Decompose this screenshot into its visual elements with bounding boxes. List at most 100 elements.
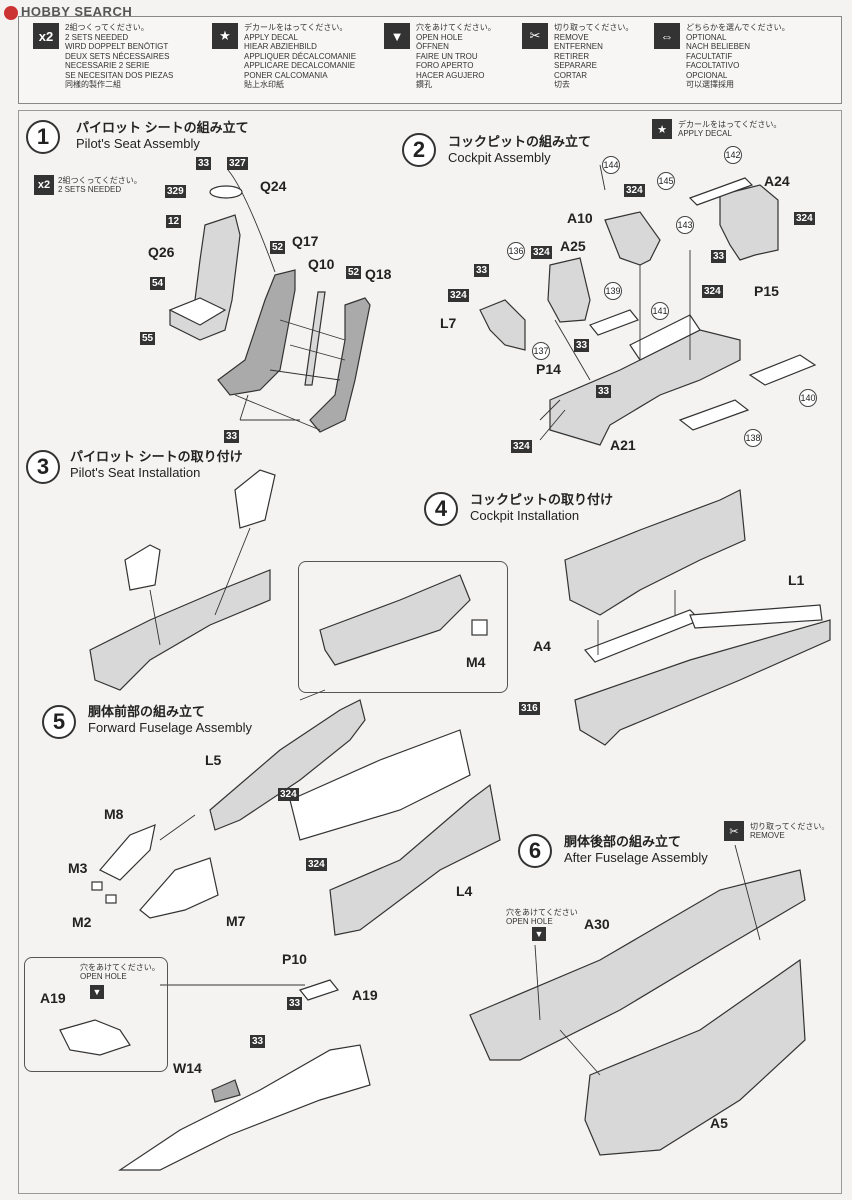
part-label: L5 <box>205 752 222 768</box>
x2-icon: x2 <box>34 175 54 195</box>
star-icon: ★ <box>212 23 238 49</box>
part-label: M2 <box>72 914 92 930</box>
part-label: Q18 <box>365 266 392 282</box>
color-number: 33 <box>474 264 490 277</box>
color-number: 324 <box>448 289 469 302</box>
decal-number: 141 <box>651 302 669 320</box>
decal-number: 144 <box>602 156 620 174</box>
watermark-text: HOBBY SEARCH <box>21 4 133 19</box>
detail-inset <box>298 561 508 693</box>
color-number: 324 <box>531 246 552 259</box>
color-number: 329 <box>165 185 186 198</box>
part-label: M7 <box>226 913 246 929</box>
part-label: A24 <box>764 173 790 189</box>
apply-decal-note: デカールをはってください。APPLY DECAL <box>678 120 782 138</box>
drill-icon: ▼ <box>90 985 104 999</box>
color-number: 324 <box>624 184 645 197</box>
color-number: 33 <box>287 997 303 1010</box>
color-number: 324 <box>511 440 532 453</box>
part-label: P10 <box>282 951 307 967</box>
decal-number: 138 <box>744 429 762 447</box>
part-label: Q26 <box>148 244 175 260</box>
part-label: L4 <box>456 883 473 899</box>
part-label: A25 <box>560 238 586 254</box>
color-number: 55 <box>140 332 156 345</box>
x2-icon: x2 <box>33 23 59 49</box>
part-label: Q10 <box>308 256 335 272</box>
cut-icon: ✂ <box>724 821 744 841</box>
color-number: 33 <box>250 1035 266 1048</box>
color-number: 33 <box>574 339 590 352</box>
part-label: A19 <box>40 990 66 1006</box>
color-number: 327 <box>227 157 248 170</box>
decal-number: 139 <box>604 282 622 300</box>
open-hole-note: 穴をあけてください。OPEN HOLE <box>80 963 160 981</box>
decal-number: 145 <box>657 172 675 190</box>
part-label: P15 <box>754 283 779 299</box>
color-number: 52 <box>270 241 286 254</box>
cut-icon: ✂ <box>522 23 548 49</box>
color-number: 324 <box>702 285 723 298</box>
part-label: Q24 <box>260 178 287 194</box>
part-label: A19 <box>352 987 378 1003</box>
two-sets-note: 2組つくってください。2 SETS NEEDED <box>58 176 142 194</box>
part-label: M4 <box>466 654 486 670</box>
watermark: HOBBY SEARCH <box>4 4 132 20</box>
color-number: 316 <box>519 702 540 715</box>
color-number: 33 <box>596 385 612 398</box>
color-number: 54 <box>150 277 166 290</box>
star-icon: ★ <box>652 119 672 139</box>
hobby-search-logo-icon <box>4 5 18 20</box>
part-label: M8 <box>104 806 124 822</box>
remove-note: 切り取ってください。REMOVE <box>750 822 830 840</box>
step-4-badge: 4 <box>424 492 458 526</box>
part-label: P14 <box>536 361 561 377</box>
color-number: 33 <box>711 250 727 263</box>
color-number: 52 <box>346 266 362 279</box>
part-label: A30 <box>584 916 610 932</box>
part-label: W14 <box>173 1060 202 1076</box>
part-label: Q17 <box>292 233 319 249</box>
part-label: L1 <box>788 572 805 588</box>
color-number: 324 <box>794 212 815 225</box>
color-number: 33 <box>224 430 240 443</box>
drill-icon: ▼ <box>532 927 546 941</box>
step-3-badge: 3 <box>26 450 60 484</box>
decal-number: 140 <box>799 389 817 407</box>
open-hole-inset <box>24 957 168 1072</box>
decal-number: 137 <box>532 342 550 360</box>
decal-number: 143 <box>676 216 694 234</box>
drill-icon: ▼ <box>384 23 410 49</box>
step-1-badge: 1 <box>26 120 60 154</box>
instructions-frame <box>18 110 842 1194</box>
part-label: A21 <box>610 437 636 453</box>
color-number: 324 <box>278 788 299 801</box>
optional-icon: ⇔ <box>654 23 680 49</box>
part-label: M3 <box>68 860 88 876</box>
part-label: A4 <box>533 638 551 654</box>
decal-number: 136 <box>507 242 525 260</box>
color-number: 33 <box>196 157 212 170</box>
color-number: 12 <box>166 215 182 228</box>
step-5-badge: 5 <box>42 705 76 739</box>
part-label: L7 <box>440 315 457 331</box>
step-6-badge: 6 <box>518 834 552 868</box>
part-label: A10 <box>567 210 593 226</box>
part-label: A5 <box>710 1115 728 1131</box>
